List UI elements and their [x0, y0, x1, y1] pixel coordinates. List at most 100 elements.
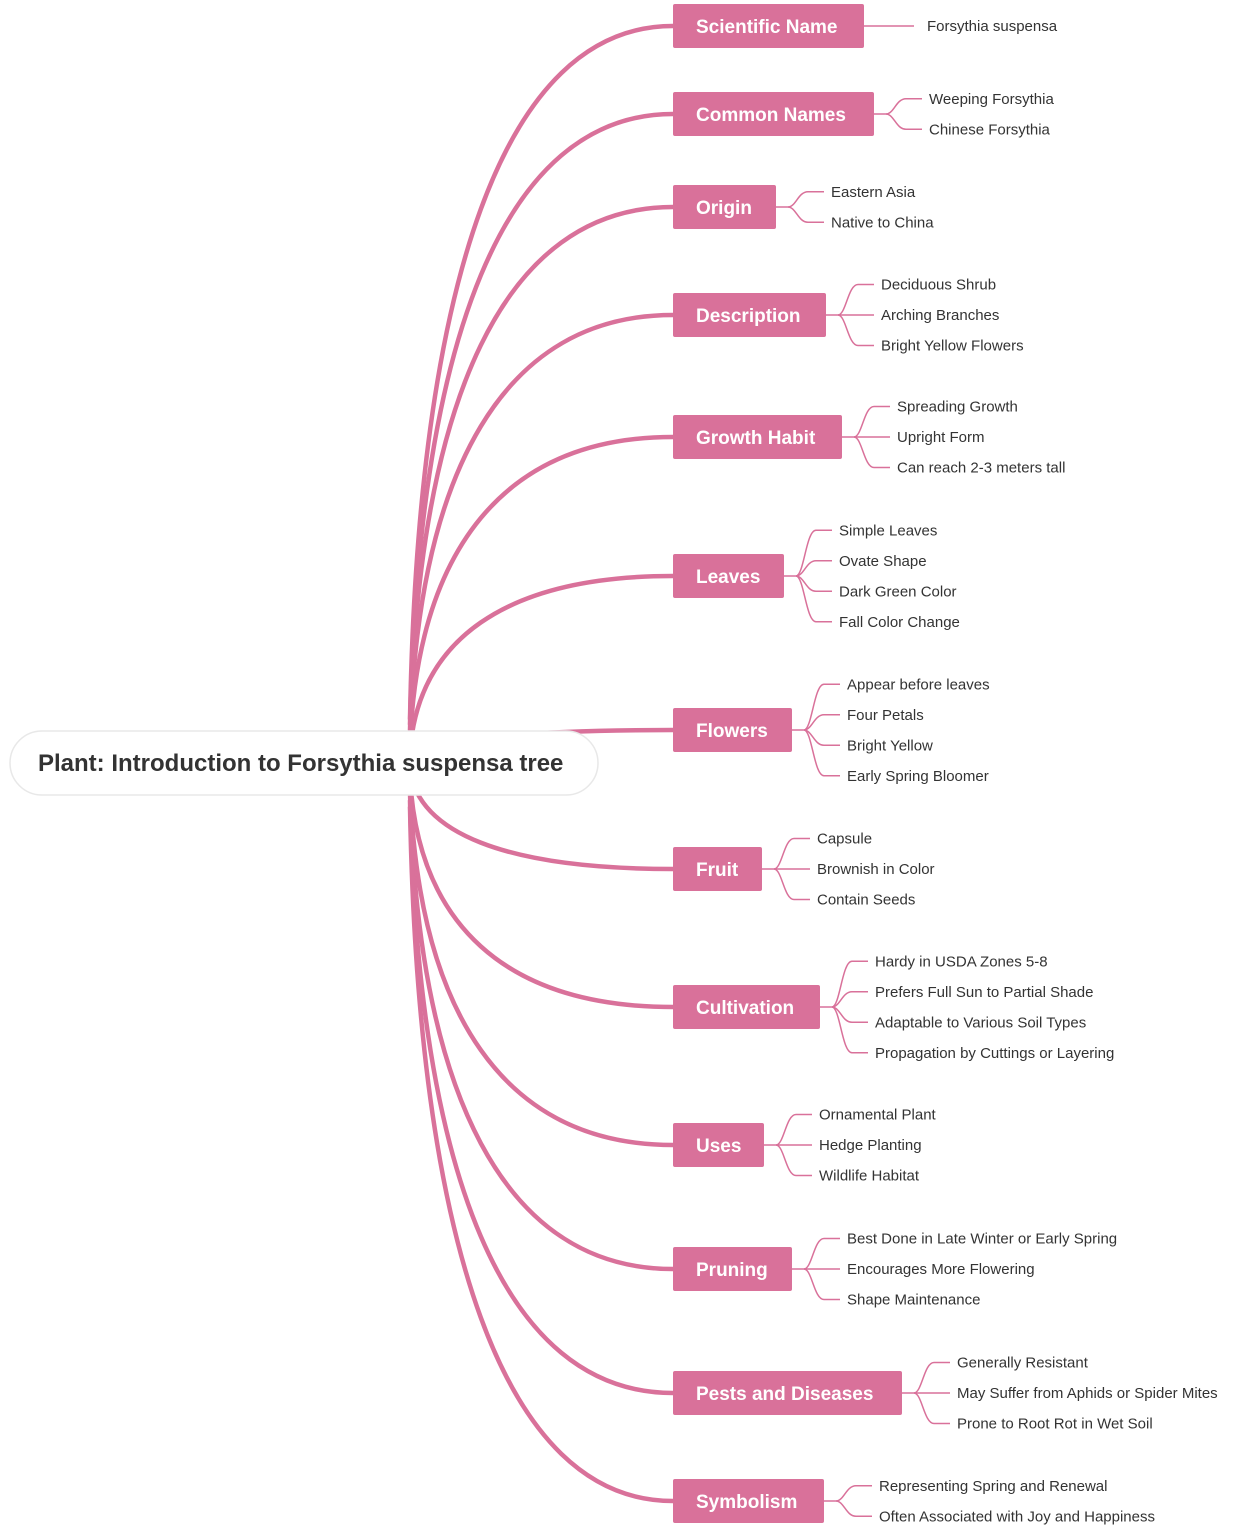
leaf-connector	[913, 1392, 950, 1425]
leaf-label[interactable]: Best Done in Late Winter or Early Spring	[847, 1231, 1117, 1248]
leaf-connector	[803, 1268, 840, 1301]
branch-label-fruit: Fruit	[696, 860, 739, 881]
leaf-connector	[803, 683, 840, 731]
leaf-label[interactable]: Ornamental Plant	[819, 1107, 937, 1124]
leaf-label[interactable]: Contain Seeds	[817, 892, 915, 909]
leaf-label[interactable]: Simple Leaves	[839, 522, 937, 539]
leaf-connector	[853, 436, 890, 469]
leaf-label[interactable]: Appear before leaves	[847, 676, 990, 693]
branch-connector-description	[407, 312, 676, 739]
branch-label-origin: Origin	[696, 198, 752, 219]
leaf-connector	[803, 714, 840, 731]
leaf-connector	[803, 1237, 840, 1270]
leaf-connector	[787, 206, 824, 223]
leaf-connector	[835, 1500, 872, 1517]
branch-node-description[interactable]	[673, 293, 826, 337]
leaf-label[interactable]: Arching Branches	[881, 307, 999, 324]
leaf-connector	[773, 837, 810, 870]
leaf-label[interactable]: Encourages More Flowering	[847, 1261, 1035, 1278]
leaf-label[interactable]: Forsythia suspensa	[927, 18, 1058, 35]
branch-connector-cultivation	[407, 775, 676, 1010]
leaf-label[interactable]: Deciduous Shrub	[881, 277, 996, 294]
leaf-connector	[831, 960, 868, 1008]
leaf-label[interactable]: Weeping Forsythia	[929, 91, 1054, 108]
leaf-connector	[837, 314, 874, 347]
leaf-label[interactable]: Early Spring Bloomer	[847, 768, 989, 785]
branch-label-cultivation: Cultivation	[696, 998, 794, 1019]
branch-connector-common-names	[407, 111, 676, 727]
branch-node-leaves[interactable]	[673, 554, 784, 598]
branch-label-growth-habit: Growth Habit	[696, 428, 816, 449]
branch-node-scientific-name[interactable]	[673, 4, 864, 48]
leaf-label[interactable]: Wildlife Habitat	[819, 1168, 920, 1185]
leaf-connector	[773, 868, 810, 901]
branch-node-symbolism[interactable]	[673, 1479, 824, 1523]
branch-node-growth-habit[interactable]	[673, 415, 842, 459]
leaf-label[interactable]: Prone to Root Rot in Wet Soil	[957, 1416, 1153, 1433]
leaf-connector	[885, 113, 922, 130]
leaf-label[interactable]: Brownish in Color	[817, 861, 935, 878]
branch-connector-symbolism	[407, 805, 676, 1504]
root-node[interactable]	[9, 730, 599, 796]
branch-label-uses: Uses	[696, 1136, 741, 1157]
leaf-label[interactable]: Representing Spring and Renewal	[879, 1478, 1107, 1495]
branch-connector-uses	[407, 783, 676, 1148]
branch-label-scientific-name: Scientific Name	[696, 17, 838, 38]
leaf-connector	[885, 98, 922, 115]
branch-label-flowers: Flowers	[696, 721, 768, 742]
leaf-label[interactable]: Dark Green Color	[839, 583, 957, 600]
leaf-label[interactable]: Bright Yellow	[847, 737, 933, 754]
leaf-label[interactable]: Spreading Growth	[897, 399, 1018, 416]
branch-node-pruning[interactable]	[673, 1247, 792, 1291]
leaf-label[interactable]: Can reach 2-3 meters tall	[897, 460, 1065, 477]
leaf-connector	[803, 729, 840, 777]
leaf-label[interactable]: Adaptable to Various Soil Types	[875, 1014, 1086, 1031]
leaf-connector	[775, 1113, 812, 1146]
leaf-connector	[787, 191, 824, 208]
leaf-label[interactable]: Shape Maintenance	[847, 1292, 980, 1309]
leaf-label[interactable]: Propagation by Cuttings or Layering	[875, 1045, 1114, 1062]
branch-label-pruning: Pruning	[696, 1260, 768, 1281]
branch-node-common-names[interactable]	[673, 92, 874, 136]
leaf-connector	[913, 1361, 950, 1394]
node-layer: Plant: Introduction to Forsythia suspens…	[9, 4, 1218, 1525]
leaf-label[interactable]: Hardy in USDA Zones 5-8	[875, 953, 1048, 970]
leaf-label[interactable]: Hedge Planting	[819, 1137, 922, 1154]
connector-layer	[407, 23, 950, 1517]
leaf-connector	[831, 991, 868, 1008]
leaf-label[interactable]: May Suffer from Aphids or Spider Mites	[957, 1385, 1218, 1402]
leaf-label[interactable]: Often Associated with Joy and Happiness	[879, 1508, 1155, 1525]
branch-label-common-names: Common Names	[696, 105, 846, 126]
leaf-label[interactable]: Capsule	[817, 831, 872, 848]
branch-node-cultivation[interactable]	[673, 985, 820, 1029]
leaf-label[interactable]: Prefers Full Sun to Partial Shade	[875, 984, 1093, 1001]
leaf-label[interactable]: Four Petals	[847, 707, 924, 724]
branch-connector-pests-and-diseases	[407, 798, 676, 1396]
leaf-label[interactable]: Upright Form	[897, 429, 985, 446]
branch-node-pests-and-diseases[interactable]	[673, 1371, 902, 1415]
branch-node-fruit[interactable]	[673, 847, 762, 891]
leaf-label[interactable]: Chinese Forsythia	[929, 121, 1051, 138]
leaf-label[interactable]: Ovate Shape	[839, 553, 927, 570]
branch-node-uses[interactable]	[673, 1123, 764, 1167]
leaf-connector	[853, 405, 890, 438]
branch-label-leaves: Leaves	[696, 567, 760, 588]
leaf-connector	[837, 283, 874, 316]
leaf-connector	[835, 1485, 872, 1502]
root-node-label: Plant: Introduction to Forsythia suspens…	[38, 750, 563, 777]
branch-node-origin[interactable]	[673, 185, 776, 229]
leaf-connector	[775, 1144, 812, 1177]
leaf-connector	[831, 1006, 868, 1054]
leaf-connector	[795, 560, 832, 577]
leaf-label[interactable]: Generally Resistant	[957, 1355, 1089, 1372]
leaf-label[interactable]: Bright Yellow Flowers	[881, 338, 1024, 355]
leaf-label[interactable]: Eastern Asia	[831, 184, 916, 201]
leaf-connector	[795, 529, 832, 577]
leaf-label[interactable]: Fall Color Change	[839, 614, 960, 631]
branch-label-pests-and-diseases: Pests and Diseases	[696, 1384, 873, 1405]
branch-connector-leaves	[407, 573, 676, 755]
leaf-label[interactable]: Native to China	[831, 214, 934, 231]
leaf-connector	[795, 575, 832, 623]
branch-node-flowers[interactable]	[673, 708, 792, 752]
